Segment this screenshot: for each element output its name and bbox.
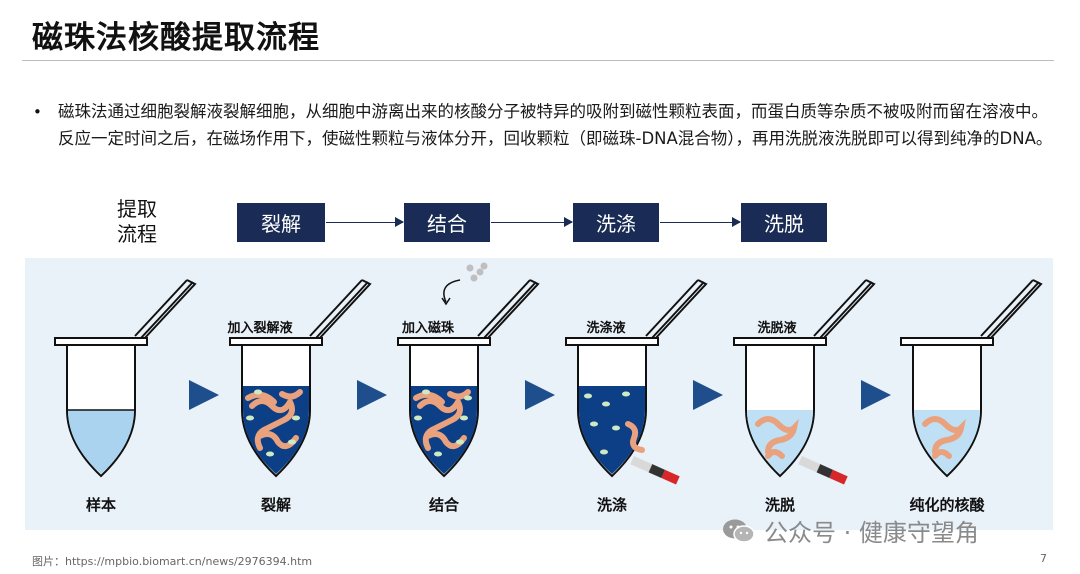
watermark-text: 公众号 · 健康守望角 <box>764 519 979 547</box>
flow-arrow-3 <box>660 217 741 227</box>
tube-elution <box>733 279 876 485</box>
page-number: 7 <box>1040 552 1047 565</box>
tube-purified <box>900 279 1043 478</box>
page-title: 磁珠法核酸提取流程 <box>32 20 320 56</box>
tube-label-add-lysis: 加入裂解液 <box>227 321 293 336</box>
source-credit: 图片：https://mpbio.biomart.cn/news/2976394… <box>32 555 313 568</box>
caption-washing: 洗涤 <box>596 496 627 514</box>
caption-lysis: 裂解 <box>260 496 291 514</box>
tube-lysis <box>229 279 372 478</box>
bullet-icon: • <box>33 103 42 121</box>
step-lysis: 裂解 <box>237 203 325 242</box>
flow-label-line2: 流程 <box>117 222 157 246</box>
flow-label: 提取 流程 <box>117 197 157 247</box>
tube-label-elution: 洗脱液 <box>757 321 797 336</box>
caption-binding: 结合 <box>428 496 459 514</box>
step-binding: 结合 <box>404 203 490 242</box>
title-divider <box>22 60 1054 61</box>
caption-sample: 样本 <box>85 496 116 514</box>
step-elution: 洗脱 <box>741 203 827 242</box>
flow-arrow-2 <box>491 217 573 227</box>
description-paragraph: 磁珠法通过细胞裂解液裂解细胞，从细胞中游离出来的核酸分子被特异的吸附到磁性颗粒表… <box>58 102 1053 148</box>
wechat-icon <box>723 519 755 543</box>
tube-diagram-panel <box>25 258 1053 530</box>
tube-diagram <box>54 262 1043 485</box>
caption-elution: 洗脱 <box>764 496 795 514</box>
caption-purified: 纯化的核酸 <box>909 496 985 514</box>
tube-washing <box>565 279 708 485</box>
tube-sample <box>54 279 197 478</box>
tube-label-add-beads: 加入磁珠 <box>401 321 454 336</box>
step-washing: 洗涤 <box>573 203 659 242</box>
tube-label-wash: 洗涤液 <box>586 321 626 336</box>
flow-arrow-1 <box>326 217 404 227</box>
tube-binding <box>397 262 540 478</box>
flow-label-line1: 提取 <box>117 197 157 221</box>
watermark: 公众号 · 健康守望角 <box>722 513 979 548</box>
